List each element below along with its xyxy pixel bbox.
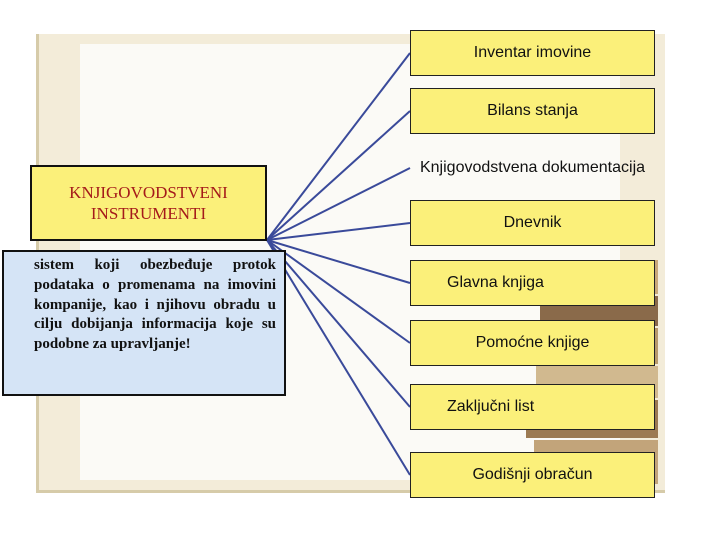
connector-line-1	[266, 110, 411, 241]
item-pomocne-knjige: Pomoćne knjige	[410, 320, 655, 366]
item-knjigovodstvena-dokumentacija: Knjigovodstvena dokumentacija	[419, 159, 646, 177]
connector-line-5	[266, 239, 411, 344]
connector-line-3	[266, 222, 411, 241]
connector-line-4	[266, 239, 411, 284]
connector-line-7	[266, 239, 411, 476]
item-godisnji-obracun: Godišnji obračun	[410, 452, 655, 498]
connector-line-2	[266, 167, 411, 241]
item-glavna-knjiga: Glavna knjiga	[410, 260, 655, 306]
diagram-title: KNJIGOVODSTVENI INSTRUMENTI	[30, 165, 267, 241]
connector-line-0	[266, 52, 411, 241]
description-box: sistem koji obezbeđuje protok podataka o…	[2, 250, 286, 396]
item-bilans-stanja: Bilans stanja	[410, 88, 655, 134]
item-zakljucni-list: Zaključni list	[410, 384, 655, 430]
connector-line-6	[266, 239, 411, 408]
item-dnevnik: Dnevnik	[410, 200, 655, 246]
item-inventar-imovine: Inventar imovine	[410, 30, 655, 76]
